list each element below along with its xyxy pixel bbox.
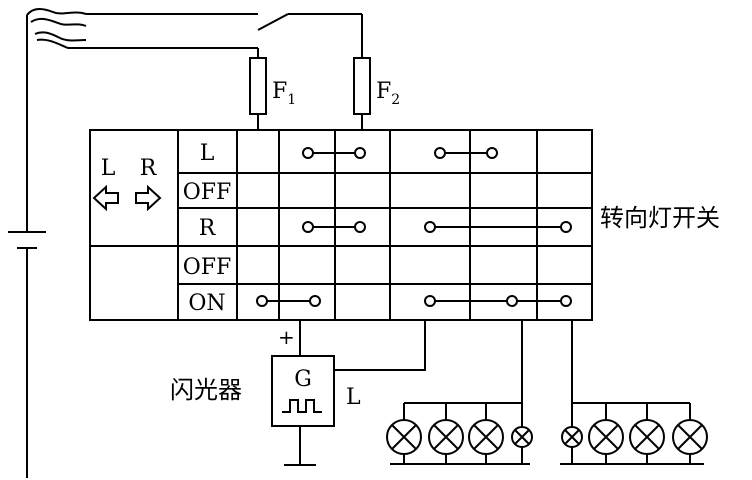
fuse-f2-label: F2 — [376, 79, 400, 108]
lamp-icon — [629, 419, 665, 455]
switch-table — [89, 129, 593, 321]
row-label-r: R — [199, 216, 217, 241]
flasher: + G 闪光器 L — [170, 320, 426, 466]
switch-title: 转向灯开关 — [600, 204, 720, 232]
fuse-f2: F2 — [353, 57, 400, 130]
row-label-l: L — [200, 141, 215, 166]
flasher-name: 闪光器 — [170, 376, 242, 404]
lamp-icon — [561, 426, 583, 448]
battery-wiring — [8, 8, 363, 478]
flasher-symbol: G — [294, 367, 312, 392]
lamp-icon — [588, 419, 624, 455]
arrow-left-icon — [92, 184, 119, 212]
switch-row-labels: L OFF R OFF ON — [183, 141, 232, 316]
row-label-off-1: OFF — [183, 180, 232, 205]
pulse-wave-icon — [282, 399, 322, 413]
flasher-terminal-label: L — [346, 385, 361, 410]
direction-left-label: L — [101, 156, 116, 181]
switch-contacts — [256, 147, 572, 307]
lamp-icon — [511, 426, 533, 448]
row-label-off-2: OFF — [183, 255, 232, 280]
fuse-f1-label: F1 — [272, 79, 296, 108]
fuse-f1: F1 — [249, 57, 296, 130]
lamp-icon — [428, 419, 464, 455]
direction-indicator: L R — [92, 156, 162, 212]
lamp-icon — [386, 419, 422, 455]
lamp-icon — [468, 419, 504, 455]
row-label-on: ON — [188, 291, 225, 316]
arrow-right-icon — [135, 184, 162, 212]
direction-right-label: R — [140, 156, 158, 181]
flasher-plus-label: + — [278, 325, 295, 349]
lamp-icon — [672, 419, 708, 455]
lamps — [386, 419, 708, 455]
